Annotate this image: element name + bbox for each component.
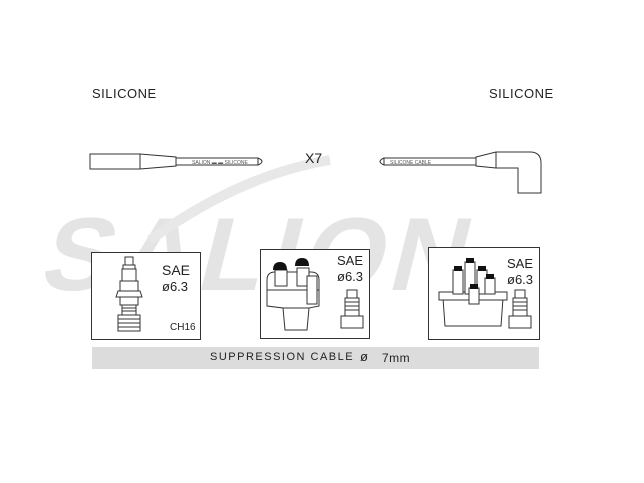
- ignition-coil-icon: [266, 258, 364, 331]
- right-cable: SILICONE CABLE: [379, 151, 542, 194]
- diameter-symbol: ø: [360, 349, 370, 364]
- spark-plug-box: SAE ø6.3 CH16: [91, 252, 201, 340]
- svg-text:SALION ▬ ▬ SILICONE: SALION ▬ ▬ SILICONE: [192, 160, 249, 166]
- right-material-label: SILICONE: [489, 86, 554, 101]
- distributor-cap-icon: [438, 258, 532, 329]
- diameter-label: ø6.3: [337, 269, 364, 284]
- left-cable: SALION ▬ ▬ SILICONE: [89, 153, 263, 170]
- cable-size: 7mm: [382, 351, 411, 365]
- spark-plug-code: CH16: [170, 322, 196, 333]
- left-material-label: SILICONE: [92, 86, 157, 101]
- diameter-label: ø6.3: [162, 279, 189, 294]
- ignition-coil-box: SAE ø6.3: [260, 249, 370, 339]
- diameter-label: ø6.3: [507, 272, 534, 287]
- quantity-label: X7: [305, 150, 323, 166]
- sae-label: SAE: [507, 256, 534, 271]
- svg-text:SILICONE CABLE: SILICONE CABLE: [390, 160, 432, 166]
- sae-label: SAE: [337, 253, 364, 268]
- suppression-cable-label: SUPPRESSION CABLE: [210, 351, 355, 363]
- suppression-cable-band: [92, 347, 539, 369]
- sae-label: SAE: [162, 262, 191, 278]
- distributor-cap-box: SAE ø6.3: [428, 247, 540, 340]
- spark-plug-icon: [115, 256, 143, 332]
